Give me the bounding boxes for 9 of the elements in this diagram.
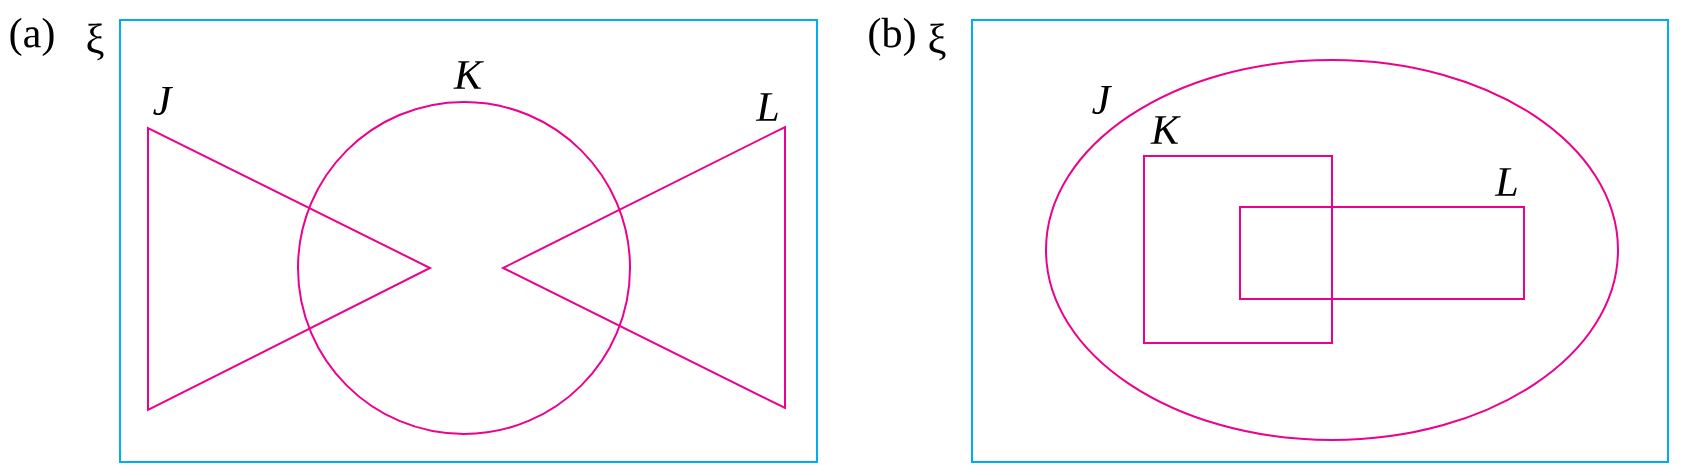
node-label: K [1150, 116, 1181, 144]
node-label: L [755, 93, 778, 121]
node-label: L [1494, 168, 1517, 196]
node-label: ξ [929, 23, 946, 61]
panel-label: (b) [869, 17, 915, 57]
node-label: ξ [87, 23, 104, 61]
node-label: J [153, 86, 174, 116]
panel-label: (a) [10, 17, 54, 57]
node-label: K [453, 61, 484, 89]
